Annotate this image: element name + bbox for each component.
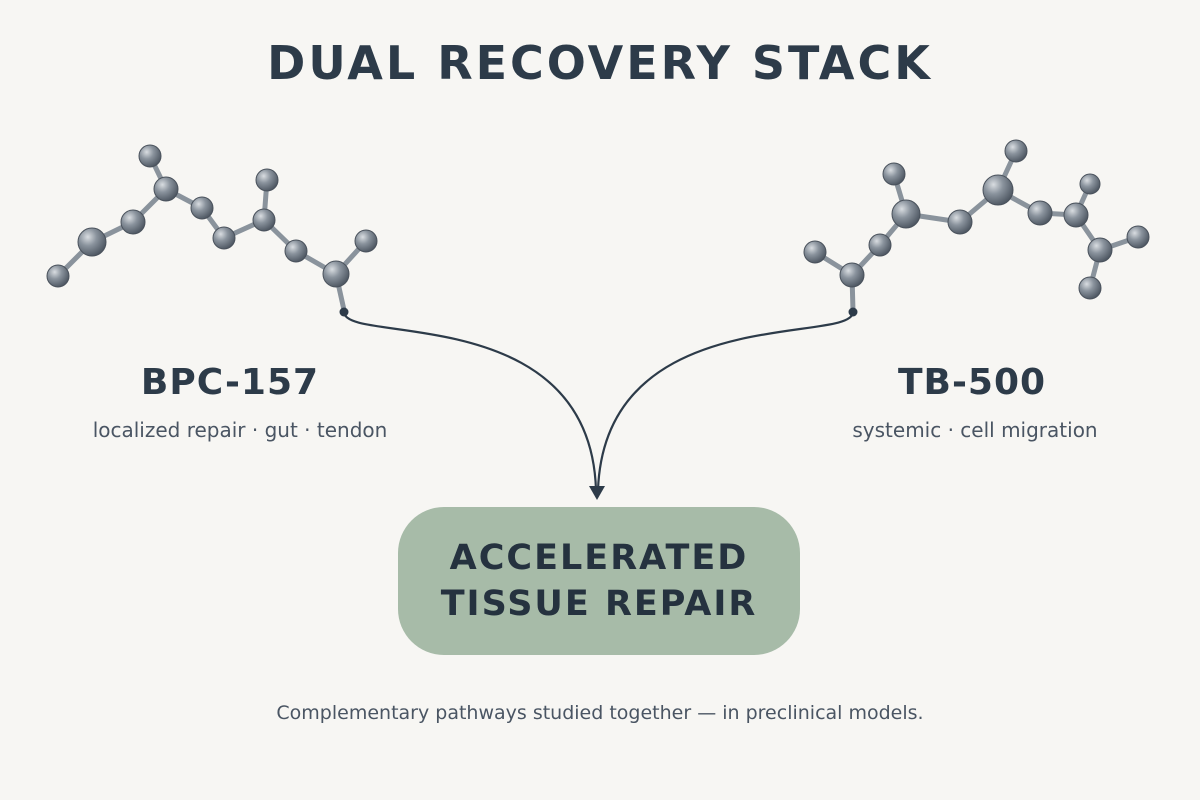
peptide-description-tb500: systemic · cell migration [852,418,1098,442]
peptide-name-bpc157: BPC-157 [140,362,320,403]
outcome-line-1: ACCELERATED [449,538,749,578]
peptide-description-bpc157: localized repair · gut · tendon [92,418,388,442]
molecule-icon-left [46,144,378,313]
connector-left [339,307,598,491]
molecule-icon-right [803,139,1150,314]
footnote-caption: Complementary pathways studied together … [276,702,924,724]
page-title: DUAL RECOVERY STACK [267,36,933,90]
arrow-head-icon [589,486,605,500]
connector-right [596,307,858,491]
peptide-name-tb500: TB-500 [897,362,1047,403]
outcome-box: ACCELERATED TISSUE REPAIR [398,507,800,655]
outcome-line-2: TISSUE REPAIR [440,584,758,624]
